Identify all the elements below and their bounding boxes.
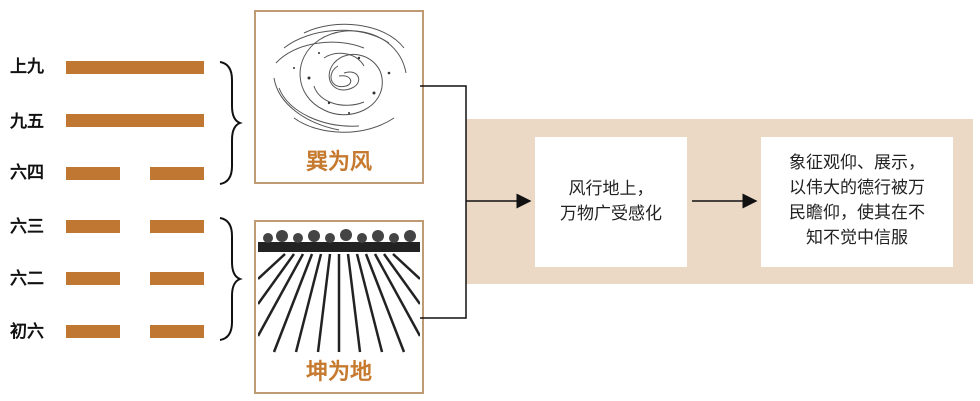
meaning-box-2: 象征观仰、展示， 以伟大的德行被万 民瞻仰，使其在不 知不觉中信服 — [761, 137, 953, 267]
lower-trigram-panel: 坤为地 — [254, 220, 424, 394]
meaning-box-2-line-3: 民瞻仰，使其在不 — [789, 203, 925, 223]
upper-trigram-label: 巽为风 — [305, 150, 372, 175]
line-label-liu-er: 六二 — [10, 269, 44, 289]
meaning-box-1-line-2: 万物广受感化 — [560, 204, 662, 224]
meaning-box-2-line-2: 以伟大的德行被万 — [789, 178, 925, 198]
upper-brace — [219, 61, 243, 185]
meaning-box-2-line-1: 象征观仰、展示， — [789, 153, 925, 173]
yang-line-fifth — [66, 114, 204, 127]
meaning-box-1-line-1: 风行地上， — [568, 179, 654, 199]
lower-brace — [219, 217, 243, 341]
upper-trigram-panel: 巽为风 — [254, 10, 424, 184]
line-label-liu-si: 六四 — [10, 163, 44, 183]
line-label-jiu-wu: 九五 — [10, 112, 44, 132]
line-label-liu-san: 六三 — [10, 217, 44, 237]
lower-trigram-label: 坤为地 — [305, 360, 372, 385]
yang-line-top — [66, 61, 204, 74]
wind-swirl-image — [273, 23, 407, 133]
line-label-shang-jiu: 上九 — [10, 57, 44, 77]
field-furrows-image — [258, 229, 420, 353]
line-label-chu-liu: 初六 — [10, 322, 44, 342]
meaning-box-2-line-4: 知不觉中信服 — [806, 228, 908, 248]
meaning-box-1: 风行地上， 万物广受感化 — [535, 137, 687, 267]
